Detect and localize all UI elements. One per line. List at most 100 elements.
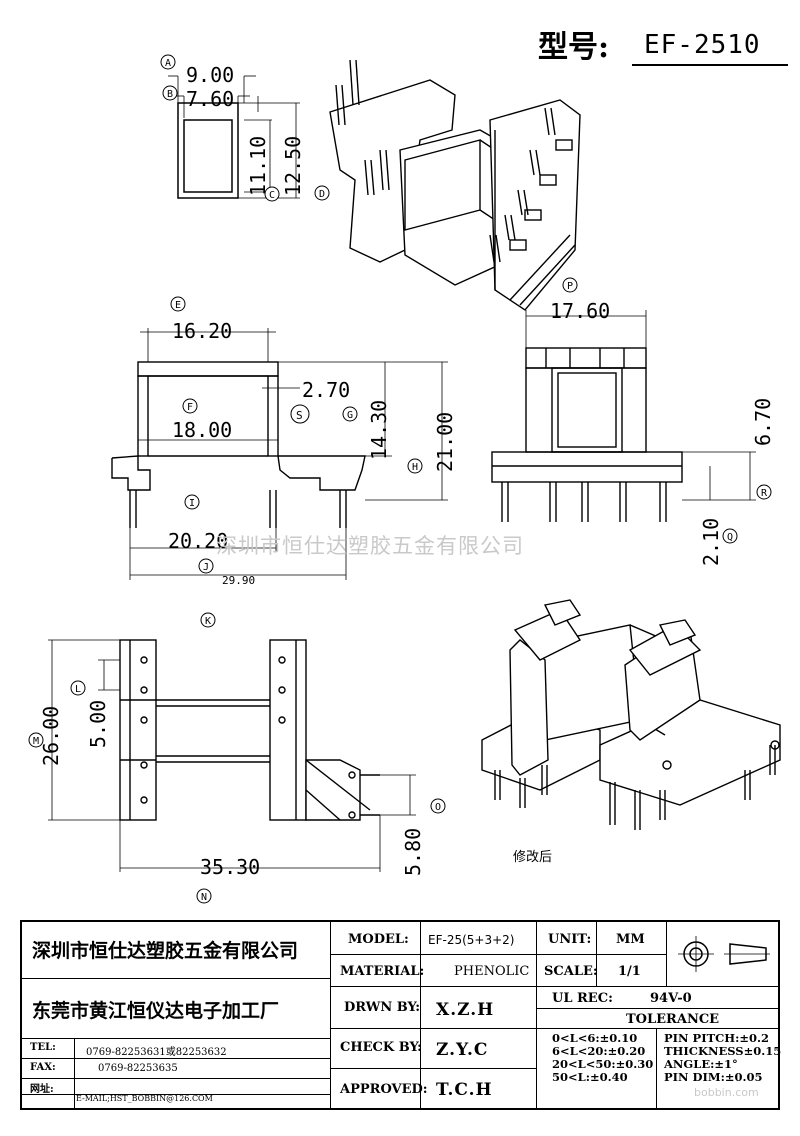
unit-label: UNIT: [548,932,592,947]
svg-text:K: K [205,616,211,627]
dim-26-00: 26.00 [39,706,63,766]
company-name-primary: 深圳市恒仕达塑胶五金有限公司 [32,940,299,962]
divider [330,1028,536,1029]
svg-text:M: M [33,736,39,747]
dim-14-30: 14.30 [367,400,391,460]
callout-m: M [28,732,44,748]
spec-line-4: PIN DIM:±0.05 [664,1070,763,1084]
divider [22,1078,330,1079]
dim-11-10: 11.10 [246,136,270,196]
callout-p: P [562,277,578,293]
approved-label: APPROVED: [340,1082,428,1097]
divider [74,1038,75,1108]
dim-7-60: 7.60 [186,87,234,111]
divider [330,922,331,1108]
model-value: EF-25(5+3+2) [428,933,515,947]
approved-value: T.C.H [436,1080,493,1100]
callout-markers: A B C D E F S G H I J P R Q K L M O N [28,54,772,904]
svg-text:A: A [165,58,171,69]
divider [420,922,421,1108]
divider [22,1094,330,1095]
dim-18-00: 18.00 [172,418,232,442]
divider [536,986,780,987]
scale-value: 1/1 [618,964,641,979]
callout-e: E [170,296,186,312]
divider [330,954,536,955]
ul-rec-label: UL REC: [552,991,613,1006]
email-value: E-MAIL;HST_BOBBIN@126.COM [76,1094,213,1103]
svg-text:S: S [296,409,303,422]
svg-text:H: H [412,462,418,473]
revised-note: 修改后 [513,850,553,865]
callout-k: K [200,612,216,628]
divider [330,986,536,987]
svg-text:F: F [187,402,193,413]
web-label: 网址: [30,1084,54,1095]
svg-text:D: D [319,189,325,200]
divider [596,922,597,986]
material-label: MATERIAL: [340,964,425,979]
callout-j: J [198,558,214,574]
dim-16-20: 16.20 [172,319,232,343]
divider [22,1038,330,1039]
tolerance-line-4: 50<L:±0.40 [552,1070,628,1084]
callout-b: B [162,85,178,101]
watermark-url: bobbin.com [694,1086,759,1099]
svg-text:I: I [189,498,195,509]
divider [536,1028,780,1029]
front-view [111,328,448,580]
isometric-view-revised [481,599,781,830]
callout-s: S [290,404,310,424]
svg-text:Q: Q [727,532,733,543]
unit-value: MM [616,932,645,947]
title-underline [632,64,788,66]
spec-line-3: ANGLE:±1° [664,1057,738,1071]
drawing-title: 型号: EF-2510 [538,18,788,68]
dim-17-60: 17.60 [550,299,610,323]
callout-c: C [264,186,280,202]
model-number-label: 型号: [538,30,610,65]
svg-text:B: B [167,89,173,100]
divider [22,1058,330,1059]
dim-9-00: 9.00 [186,63,234,87]
model-label: MODEL: [348,932,409,947]
isometric-view-upper [329,59,581,311]
dim-2-70: 2.70 [302,378,350,402]
svg-text:G: G [347,410,353,421]
dim-6-70: 6.70 [751,398,775,446]
tolerance-line-1: 0<L<6:±0.10 [552,1031,638,1045]
callout-r: R [756,484,772,500]
svg-text:L: L [75,684,81,695]
tolerance-label: TOLERANCE [626,1012,720,1027]
callout-a: A [160,54,176,70]
projection-symbol-icon [678,936,770,972]
side-view [491,310,756,522]
svg-text:J: J [203,562,209,573]
svg-text:P: P [567,281,573,292]
ul-rec-value: 94V-0 [650,991,692,1006]
dim-21-00: 21.00 [433,412,457,472]
spec-line-1: PIN PITCH:±0.2 [664,1031,770,1045]
divider [22,978,330,979]
drawn-by-label: DRWN BY: [344,1000,421,1015]
callout-q: Q [722,528,738,544]
tolerance-line-2: 6<L<20:±0.20 [552,1044,646,1058]
svg-text:O: O [435,802,441,813]
divider [536,1008,780,1009]
side-view-dimension-labels: 17.60 6.70 2.10 [550,299,775,566]
top-view-dimension-labels: 9.00 7.60 11.10 12.50 [186,63,305,196]
divider [536,954,666,955]
callout-f: F [182,398,198,414]
dim-35-30: 35.30 [200,855,260,879]
callout-n: N [196,888,212,904]
dim-12-50: 12.50 [281,136,305,196]
dim-2-10: 2.10 [699,518,723,566]
svg-text:E: E [175,300,181,311]
company-name-secondary: 东莞市黄江恒仪达电子加工厂 [32,1000,280,1022]
svg-text:N: N [201,892,207,903]
check-by-label: CHECK BY: [340,1040,422,1055]
callout-g: G [342,406,358,422]
tolerance-line-3: 20<L<50:±0.30 [552,1057,654,1071]
title-block: 深圳市恒仕达塑胶五金有限公司 东莞市黄江恒仪达电子加工厂 TEL: 0769-8… [20,920,781,1110]
